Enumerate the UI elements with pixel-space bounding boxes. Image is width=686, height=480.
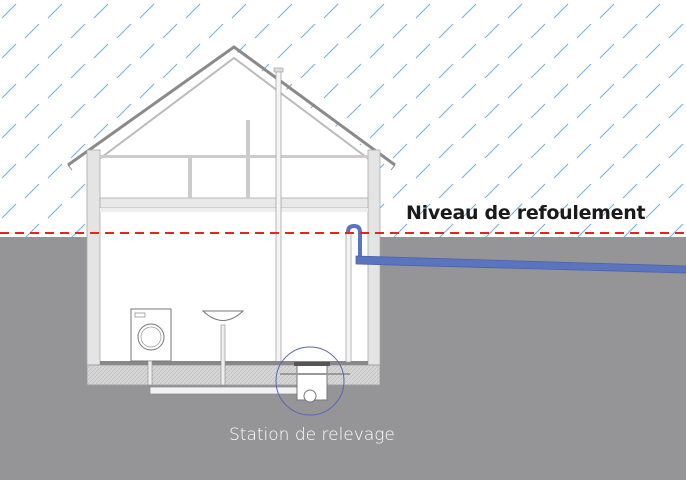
backflow-level-label: Niveau de refoulement	[406, 202, 646, 224]
lifting-station-label: Station de relevage	[229, 425, 395, 445]
lifting-station-highlight-circle	[275, 346, 345, 416]
washbasin	[201, 310, 245, 386]
discharge-pipe	[355, 255, 686, 274]
drain-pipe	[149, 386, 311, 395]
lifting-station	[280, 362, 350, 403]
washing-machine	[130, 308, 172, 386]
house	[67, 45, 396, 386]
